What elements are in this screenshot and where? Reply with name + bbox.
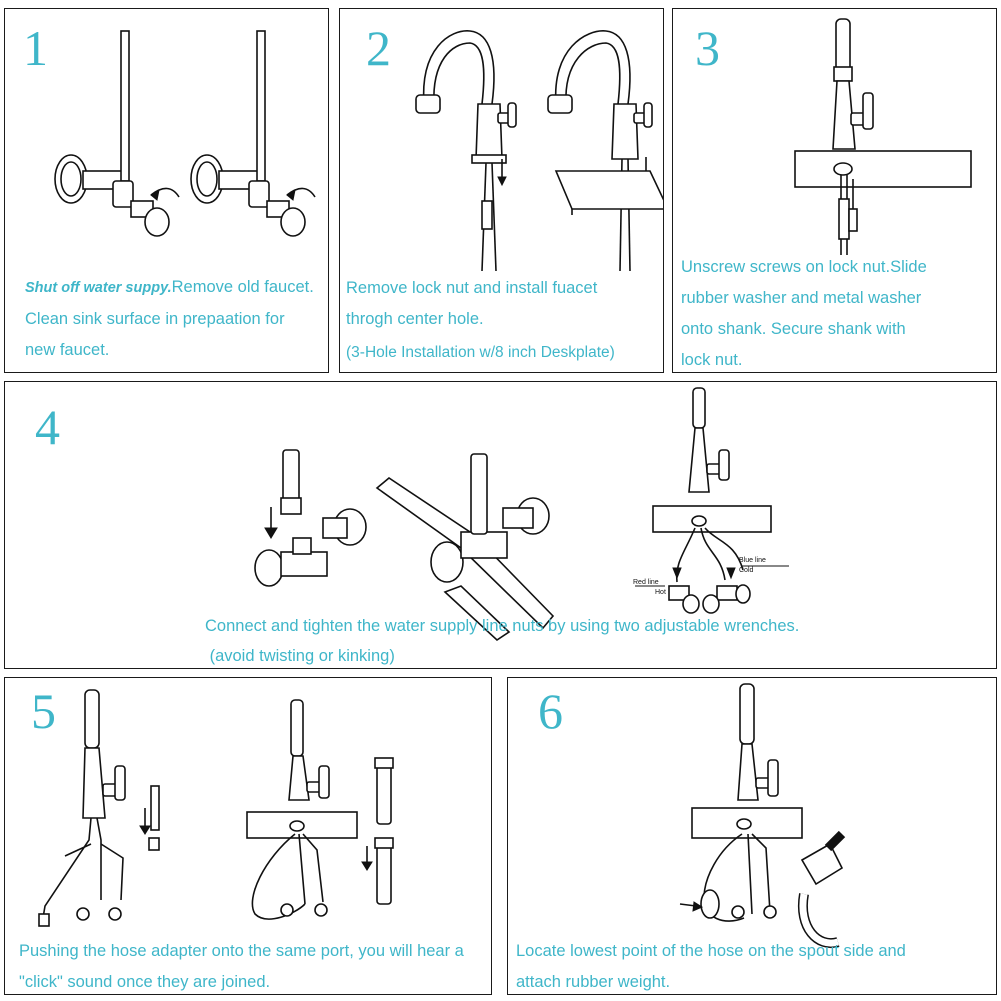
step-1-line-4: new faucet. <box>25 341 110 359</box>
step-5-number: 5 <box>31 683 56 739</box>
step-3-instructions: Unscrew screws on lock nut.Slide rubber … <box>681 252 927 372</box>
step-2-line-1: Remove lock nut and install fuacet <box>346 279 598 297</box>
step-4-line-1: Connect and tighten the water supply lin… <box>205 617 800 635</box>
step-5-line-1: Pushing the hose adapter onto the same p… <box>19 942 464 960</box>
faucet-installation-illustration <box>415 30 663 272</box>
step-2-line-2: throgh center hole. <box>346 310 484 328</box>
step-4-number: 4 <box>35 399 60 455</box>
step-6-instructions: Locate lowest point of the hose on the s… <box>516 936 906 994</box>
step-5-panel: 5 Pushing the hose adapter onto the same… <box>4 677 492 995</box>
step-1-line-1: Shut off water suppy. <box>25 280 172 296</box>
step-6-panel: 6 Locate lowest point of the hose on the… <box>507 677 997 995</box>
step-1-panel: 1 Shut off water suppy.Remove o <box>4 8 329 373</box>
step-6-line-2: attach rubber weight. <box>516 973 671 991</box>
step-6-line-1: Locate lowest point of the hose on the s… <box>516 942 906 960</box>
blue-line-label: Blue line <box>739 557 766 564</box>
step-3-line-2: rubber washer and metal washer <box>681 289 922 307</box>
rubber-weight-illustration <box>679 683 846 949</box>
step-3-line-4: lock nut. <box>681 351 743 369</box>
red-line-label: Red line <box>633 579 659 586</box>
step-3-panel: 3 Unscrew screws on lock nut.Slide rubbe… <box>672 8 997 373</box>
step-3-line-1: Unscrew screws on lock nut.Slide <box>681 258 927 276</box>
step-1-line-3: Clean sink surface in prepaation for <box>25 310 285 328</box>
step-5-line-2: "click" sound once they are joined. <box>19 973 271 991</box>
hot-label: Hot <box>655 589 666 596</box>
cold-label: Cold <box>739 567 754 574</box>
step-4-line-2: (avoid twisting or kinking) <box>205 647 395 665</box>
step-3-line-3: onto shank. Secure shank with <box>681 320 906 338</box>
step-1-instructions: Shut off water suppy.Remove old faucet. … <box>25 272 314 366</box>
step-4-panel: 4 Blue line <box>4 381 997 669</box>
hose-adapter-illustration <box>38 689 394 927</box>
step-5-instructions: Pushing the hose adapter onto the same p… <box>19 936 464 994</box>
step-2-panel: 2 <box>339 8 664 373</box>
supply-line-connection-illustration: Blue line Cold Red line Hot <box>254 387 789 642</box>
step-4-instructions: Connect and tighten the water supply lin… <box>205 611 800 668</box>
lock-nut-illustration <box>794 18 972 255</box>
step-2-line-3: (3-Hole Installation w/8 inch Deskplate) <box>346 344 615 361</box>
step-1-number: 1 <box>23 20 48 76</box>
step-1-line-2: Remove old faucet. <box>171 278 314 296</box>
step-3-number: 3 <box>695 20 720 76</box>
step-2-instructions: Remove lock nut and install fuacet throg… <box>346 273 615 368</box>
shutoff-valves-illustration <box>54 30 316 237</box>
step-6-number: 6 <box>538 683 563 739</box>
step-2-number: 2 <box>366 20 391 76</box>
